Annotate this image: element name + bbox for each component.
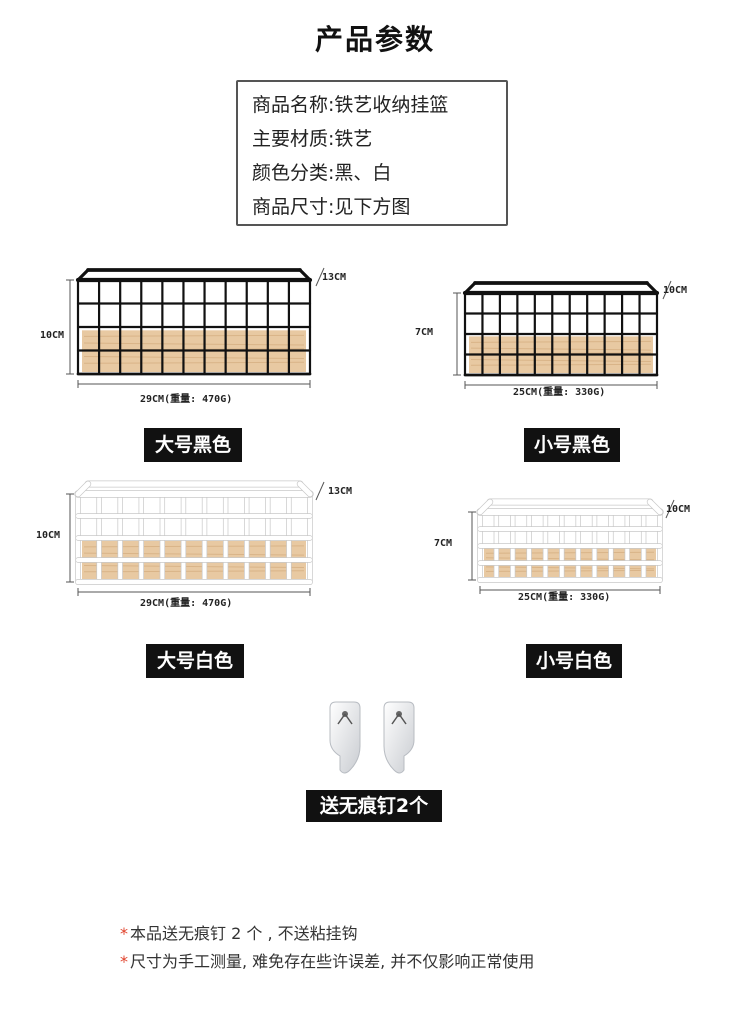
note-star-icon: * (120, 952, 128, 971)
product-small-black: 7CM 10CM 25CM(重量: 330G) (415, 275, 715, 405)
dim-depth: 10CM (666, 504, 691, 515)
dim-depth: 13CM (328, 486, 353, 497)
basket-large-black-image (66, 267, 325, 388)
hook-left-icon (329, 701, 361, 774)
basket-large-white-image (66, 480, 325, 596)
label-large-black: 大号黑色 (144, 428, 242, 462)
spec-box: 商品名称:铁艺收纳挂篮 主要材质:铁艺 颜色分类:黑、白 商品尺寸:见下方图 (236, 80, 508, 226)
spec-colors: 颜色分类:黑、白 (252, 162, 392, 184)
note-line-2: *尺寸为手工测量, 难免存在些许误差, 并不仅影响正常使用 (120, 952, 535, 971)
hook-label: 送无痕钉2个 (306, 790, 442, 822)
dim-width: 25CM(重量: 330G) (518, 592, 611, 603)
dim-height: 10CM (40, 330, 65, 341)
label-large-white: 大号白色 (146, 644, 244, 678)
dim-depth: 10CM (663, 285, 688, 296)
label-small-white: 小号白色 (526, 644, 622, 678)
hook-image (329, 701, 415, 774)
note-line-1: *本品送无痕钉 2 个 , 不送粘挂钩 (120, 924, 358, 943)
product-small-white: 7CM 10CM 25CM(重量: 330G) (432, 496, 722, 616)
dim-depth: 13CM (322, 272, 347, 283)
product-large-black: 10CM 13CM 29CM(重量: 470G) (40, 262, 370, 412)
dim-height: 7CM (434, 538, 453, 549)
spec-size: 商品尺寸:见下方图 (252, 196, 411, 218)
dim-width: 29CM(重量: 470G) (140, 598, 233, 609)
dim-width: 25CM(重量: 330G) (513, 387, 606, 398)
spec-material: 主要材质:铁艺 (252, 128, 373, 150)
note-star-icon: * (120, 924, 128, 943)
product-large-white: 10CM 13CM 29CM(重量: 470G) (36, 478, 366, 628)
basket-small-white-image (468, 498, 675, 594)
basket-small-black-image (453, 280, 672, 389)
dim-height: 7CM (415, 327, 434, 338)
spec-name: 商品名称:铁艺收纳挂篮 (252, 94, 449, 116)
dim-width: 29CM(重量: 470G) (140, 394, 233, 405)
label-small-black: 小号黑色 (524, 428, 620, 462)
page-title: 产品参数 (314, 23, 435, 56)
hook-right-icon (383, 701, 415, 774)
dim-height: 10CM (36, 530, 61, 541)
